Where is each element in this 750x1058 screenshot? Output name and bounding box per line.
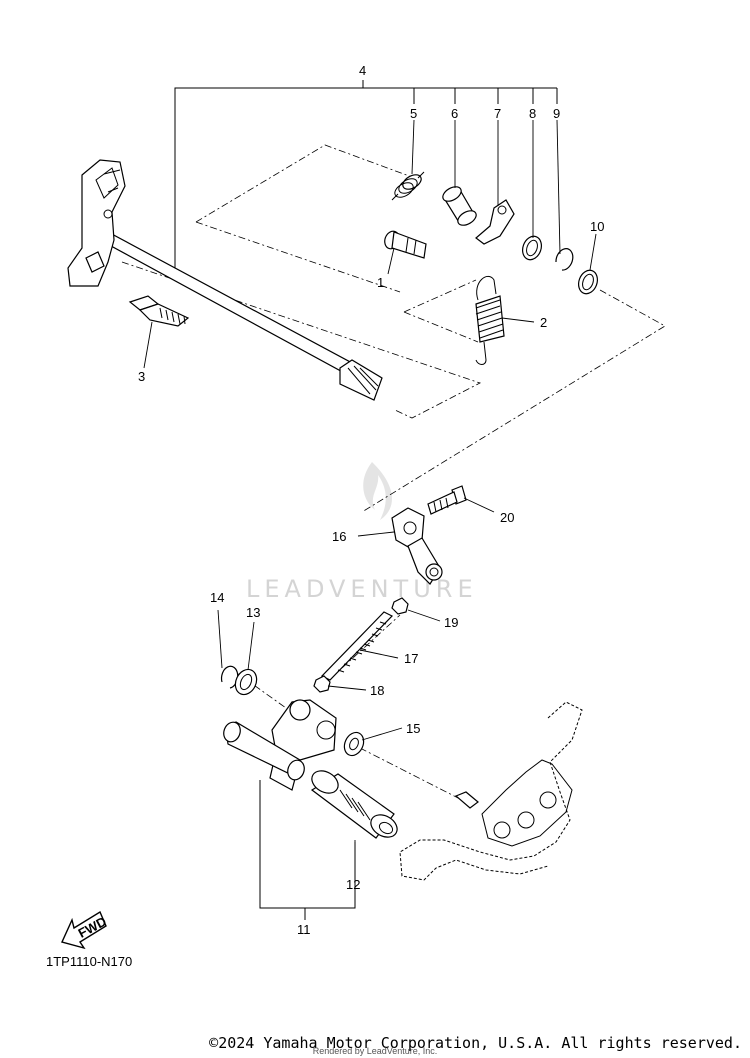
part-9-circlip[interactable] — [555, 248, 574, 271]
callout-1: 1 — [377, 275, 384, 290]
part-8-washer[interactable] — [519, 234, 544, 263]
callout-4: 4 — [359, 63, 366, 78]
part-7-lever[interactable] — [475, 199, 515, 245]
callout-2: 2 — [540, 315, 547, 330]
callouts: 4 5 6 7 8 9 10 1 2 3 20 16 19 17 18 14 1… — [138, 63, 604, 937]
part-3-bolt[interactable] — [128, 295, 190, 327]
callout-13: 13 — [246, 605, 260, 620]
callout-19: 19 — [444, 615, 458, 630]
part-2-coil-spring[interactable] — [475, 275, 505, 365]
fwd-arrow-icon: FWD — [61, 910, 109, 950]
part-17-shift-rod[interactable] — [320, 611, 394, 681]
part-1-pin[interactable] — [382, 229, 427, 259]
rendered-by-notice: Rendered by LeadVenture, Inc. — [312, 1046, 438, 1056]
callout-5: 5 — [410, 106, 417, 121]
part-6-collar[interactable] — [440, 184, 478, 228]
flame-logo-icon — [363, 462, 392, 520]
fwd-label: FWD — [76, 914, 109, 941]
callout-18: 18 — [370, 683, 384, 698]
diagram-code: 1TP1110-N170 — [46, 954, 132, 969]
watermark-text: LEADVENTURE — [246, 575, 478, 603]
callout-16: 16 — [332, 529, 346, 544]
callout-17: 17 — [404, 651, 418, 666]
part-19-nut[interactable] — [391, 597, 409, 615]
footrest-bracket-reference — [399, 701, 583, 881]
part-16-shift-arm[interactable] — [391, 507, 443, 585]
copyright-notice: ©2024 Yamaha Motor Corporation, U.S.A. A… — [209, 1034, 742, 1052]
leadventure-watermark: LEADVENTURE — [246, 462, 478, 603]
callout-7: 7 — [494, 106, 501, 121]
callout-12: 12 — [346, 877, 360, 892]
part-5-torsion-spring[interactable] — [391, 171, 425, 201]
callout-6: 6 — [451, 106, 458, 121]
callout-20: 20 — [500, 510, 514, 525]
part-15-washer[interactable] — [341, 729, 367, 758]
callout-14: 14 — [210, 590, 224, 605]
callout-15: 15 — [406, 721, 420, 736]
part-10-washer[interactable] — [575, 268, 600, 297]
part-18-nut[interactable] — [313, 675, 331, 693]
callout-11: 11 — [297, 922, 311, 937]
callout-8: 8 — [529, 106, 536, 121]
part-20-bolt[interactable] — [427, 485, 467, 515]
bracket-11 — [259, 780, 356, 920]
callout-9: 9 — [553, 106, 560, 121]
part-11-shift-pedal[interactable] — [221, 699, 337, 791]
leader-lines — [143, 119, 597, 874]
bracket-4 — [174, 80, 558, 272]
callout-10: 10 — [590, 219, 604, 234]
part-12-rubber[interactable] — [308, 766, 401, 841]
callout-3: 3 — [138, 369, 145, 384]
part-13-washer[interactable] — [231, 666, 260, 698]
part-4-shift-shaft[interactable] — [67, 159, 383, 401]
